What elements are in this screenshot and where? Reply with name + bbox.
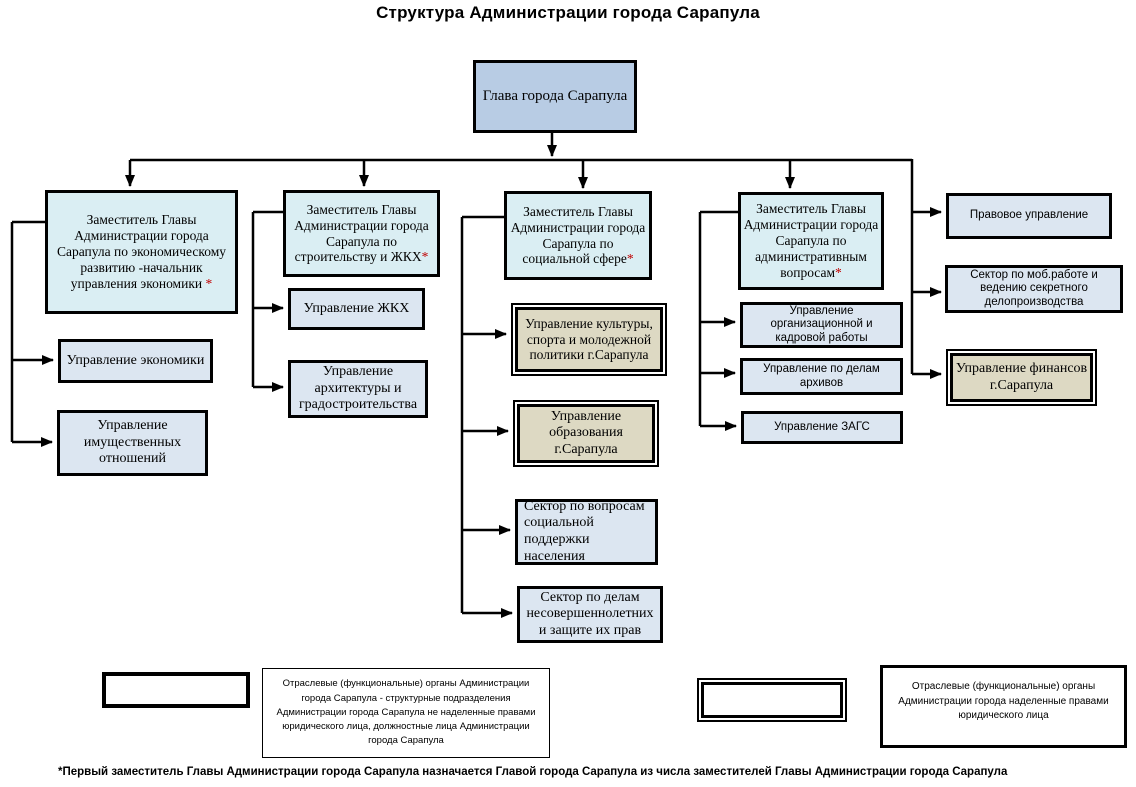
footnote-asterisk: * <box>421 249 429 265</box>
unit-housing-label: Управление ЖКХ <box>303 300 410 316</box>
footnote-asterisk: * <box>205 275 213 291</box>
deputy-economic-label: Заместитель Главы Администрации города С… <box>56 212 227 291</box>
unit-org-personnel-label: Управление организационной и кадровой ра… <box>770 304 873 344</box>
box-head-of-city: Глава города Сарапула <box>473 60 637 133</box>
page-title: Структура Администрации города Сарапула <box>376 3 760 22</box>
unit-mob-sector-label: Сектор по моб.работе и ведению секретног… <box>970 268 1098 308</box>
footnote: *Первый заместитель Главы Администрации … <box>58 766 1008 778</box>
box-unit-social-support: Сектор по вопросам социальной поддержки … <box>515 499 658 565</box>
box-unit-culture-sport-youth: Управление культуры, спорта и молодежной… <box>511 303 667 376</box>
head-of-city-label: Глава города Сарапула <box>482 87 628 104</box>
box-unit-property-relations: Управление имущественных отношений <box>57 410 208 476</box>
box-unit-zags: Управление ЗАГС <box>741 411 903 444</box>
legend-structural-note: Отраслевые (функциональные) органы Админ… <box>262 668 550 758</box>
box-unit-archives: Управление по делам архивов <box>740 358 903 395</box>
deputy-construction-label: Заместитель Главы Администрации города С… <box>294 201 429 265</box>
box-unit-education: Управление образования г.Сарапула <box>513 400 659 467</box>
unit-culture-label: Управление культуры, спорта и молодежной… <box>525 316 653 363</box>
deputy-administrative-label: Заместитель Главы Администрации города С… <box>743 201 879 280</box>
unit-education-label: Управление образования г.Сарапула <box>549 409 623 457</box>
box-deputy-construction-housing: Заместитель Главы Администрации города С… <box>283 190 440 277</box>
footnote-asterisk: * <box>835 264 842 280</box>
box-unit-economics: Управление экономики <box>58 339 213 383</box>
box-unit-architecture: Управление архитектуры и градостроительс… <box>288 360 428 418</box>
legend-sample-double-border <box>697 678 847 722</box>
deputy-social-label: Заместитель Главы Администрации города С… <box>510 203 646 267</box>
unit-zags-label: Управление ЗАГС <box>774 420 870 433</box>
box-unit-minors-protection: Сектор по делам несовершеннолетних и защ… <box>517 586 663 643</box>
box-deputy-social-sphere: Заместитель Главы Администрации города С… <box>504 191 652 280</box>
box-unit-org-personnel: Управление организационной и кадровой ра… <box>740 302 903 348</box>
box-unit-finance: Управление финансов г.Сарапула <box>946 349 1097 406</box>
unit-economics-label: Управление экономики <box>66 352 205 368</box>
box-deputy-administrative: Заместитель Главы Администрации города С… <box>738 192 884 290</box>
box-unit-housing: Управление ЖКХ <box>288 288 425 330</box>
box-deputy-economic-development: Заместитель Главы Администрации города С… <box>45 190 238 314</box>
box-unit-mob-sector: Сектор по моб.работе и ведению секретног… <box>945 265 1123 313</box>
footnote-asterisk: * <box>626 251 634 267</box>
unit-social-support-label: Сектор по вопросам социальной поддержки … <box>524 498 645 564</box>
unit-finance-label: Управление финансов г.Сарапула <box>955 361 1088 393</box>
legend-juridical-note: Отраслевые (функциональные) органы Админ… <box>880 665 1127 748</box>
unit-minors-label: Сектор по делам несовершеннолетних и защ… <box>526 589 654 638</box>
unit-archives-label: Управление по делам архивов <box>763 362 880 389</box>
unit-architecture-label: Управление архитектуры и градостроительс… <box>298 364 418 413</box>
legend-sample-single-border <box>102 672 250 708</box>
unit-legal-label: Правовое управление <box>969 209 1089 222</box>
unit-property-label: Управление имущественных отношений <box>83 418 182 467</box>
legend-structural-text: Отраслевые (функциональные) органы Админ… <box>276 678 536 747</box>
box-unit-legal: Правовое управление <box>946 193 1112 239</box>
legend-juridical-text: Отраслевые (функциональные) органы Админ… <box>898 681 1109 721</box>
